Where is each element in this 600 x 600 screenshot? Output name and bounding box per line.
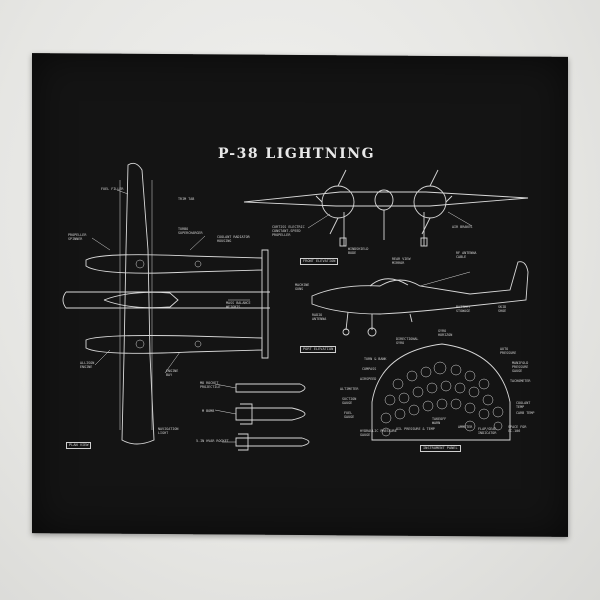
label-coolant-radiator: COOLANT RADIATOR HOUSING [217, 235, 250, 243]
label-tachometer: TACHOMETER [510, 379, 531, 383]
poster-title: P-38 LIGHTNING [218, 146, 376, 162]
label-allison-engine: ALLISON ENGINE [80, 361, 95, 369]
label-m-bomb: M BOMB [202, 409, 215, 413]
label-space-gc106: SPACE FOR GC-106 [508, 425, 527, 433]
weapons-drawings [235, 383, 310, 451]
port-elevation-aircraft [311, 261, 529, 337]
port-elevation-label: PORT ELEVATION [300, 346, 337, 353]
label-hydraulic-pressure: HYDRAULIC PRESSURE GAUGE [360, 429, 397, 437]
label-altimeter: ALTIMETER [340, 387, 359, 391]
label-hvar-rocket: 5-IN HVAR ROCKET [196, 439, 229, 443]
label-turbo-supercharger: TURBO SUPERCHARGER [178, 227, 203, 235]
label-air-brakes: AIR BRAKES [452, 225, 473, 229]
label-curtiss-propeller: CURTISS ELECTRIC CONSTANT-SPEED PROPELLE… [272, 225, 305, 237]
label-gyro-horizon: GYRO HORIZON [438, 329, 453, 337]
label-engine-bay: ENGINE BAY [166, 369, 179, 377]
label-suction-gauge: SUCTION GAUGE [342, 397, 357, 405]
label-carb-temp: CARB TEMP [516, 411, 535, 415]
leader-lines [91, 189, 473, 443]
label-mass-balance: MASS BALANCE WEIGHTS [226, 301, 251, 309]
label-ammeter: AMMETER [458, 425, 473, 429]
label-machine-guns: MACHINE GUNS [295, 283, 310, 291]
plan-view-label: PLAN VIEW [66, 442, 92, 449]
label-fuel-gauge: FUEL GAUGE [344, 411, 355, 419]
label-airspeed: AIRSPEED [360, 377, 377, 381]
front-elevation-label: FRONT ELEVATION [300, 258, 339, 265]
label-auto-pressure: AUTO PRESSURE [500, 347, 517, 355]
instrument-panel-label: INSTRUMENT PANEL [420, 445, 461, 452]
plan-view-aircraft [62, 162, 270, 445]
label-navigation-light: NAVIGATION LIGHT [158, 427, 179, 435]
label-trim-tab: TRIM TAB [178, 197, 195, 201]
label-flap-gear: FLAP/GEAR INDICATOR [478, 427, 497, 435]
instrument-panel-drawing [371, 343, 511, 441]
label-rear-view-mirror: REAR VIEW MIRROR [392, 257, 411, 265]
label-windshield-bode: WINDSHIELD BODE [348, 247, 369, 255]
label-rf-antenna: RF ANTENNA CABLE [456, 251, 477, 259]
label-compass: COMPASS [362, 367, 377, 371]
label-manifold-pressure: MANIFOLD PRESSURE GAUGE [512, 361, 529, 373]
label-radio-antenna: RADIO ANTENNA [312, 313, 327, 321]
label-oil-pressure: OIL PRESSURE & TEMP [396, 427, 435, 431]
label-coolant-temp: COOLANT TEMP [516, 401, 531, 409]
label-battery-stowage: BATTERY STOWAGE [456, 305, 471, 313]
label-takeoff-warn: TAKEOFF WARN [432, 417, 447, 425]
label-turn-bank: TURN & BANK [364, 357, 387, 361]
label-directional-gyro: DIRECTIONAL GYRO [396, 337, 419, 345]
front-elevation-aircraft [243, 169, 529, 247]
label-skid-shoe: SKID SHOE [498, 305, 507, 313]
label-fuel-filler: FUEL FILLER [101, 187, 124, 191]
label-propeller-spinner: PROPELLER SPINNER [68, 233, 87, 241]
label-m8-rocket: M8 ROCKET PROJECTILE [200, 381, 221, 389]
